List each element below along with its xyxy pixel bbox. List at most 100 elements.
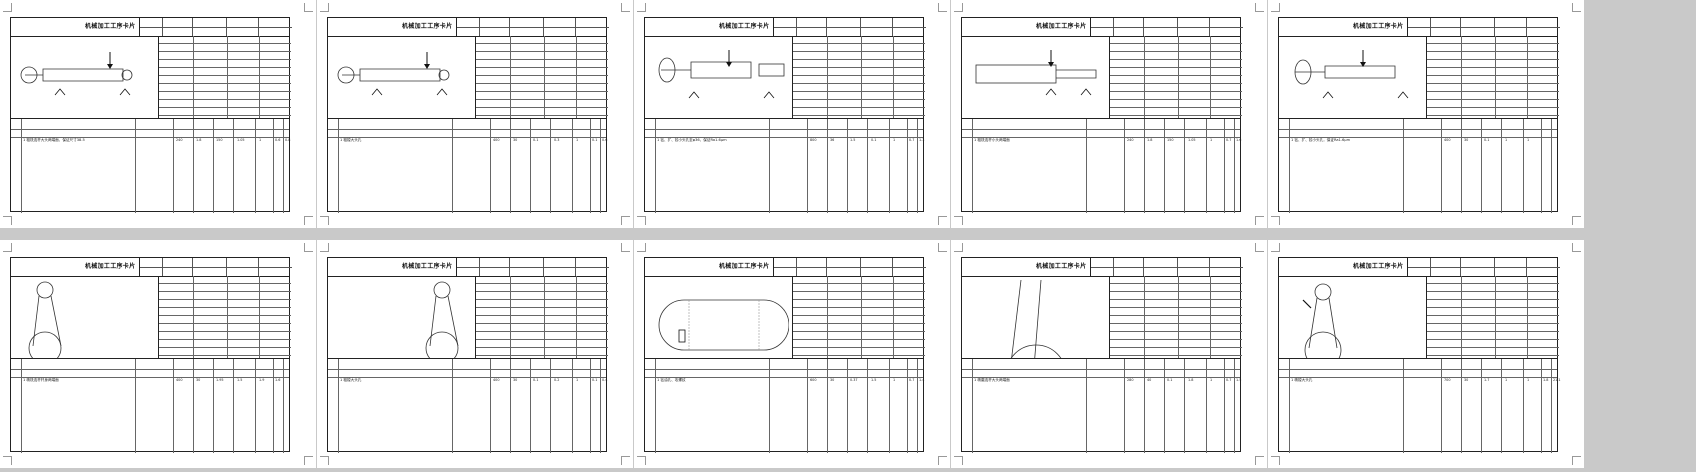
param-value: 1.95: [216, 378, 224, 382]
param-value: 600: [810, 378, 817, 382]
header-grid: [773, 258, 926, 276]
param-value: 400: [493, 378, 500, 382]
step-row: 1 钻、扩、铰小头孔，保证Ra1.6μm: [1291, 138, 1351, 142]
step-row: 1 粗铣连杆小头两端面: [974, 138, 1010, 142]
crop-mark: [938, 3, 947, 12]
card-header: 机械加工工序卡片: [962, 258, 1243, 277]
param-value: 240: [1127, 138, 1134, 142]
header-grid: [456, 18, 609, 36]
param-value: 1.05: [1188, 138, 1196, 142]
param-value: 0.1: [533, 138, 539, 142]
param-value: 1.6: [275, 378, 281, 382]
crop-mark: [1255, 216, 1264, 225]
param-value: 0.1: [592, 378, 598, 382]
crop-mark: [320, 216, 329, 225]
crop-mark: [954, 243, 963, 252]
crop-mark: [1271, 216, 1280, 225]
crop-mark: [1271, 456, 1280, 465]
step-row: 1 精镗大头孔: [1291, 378, 1313, 382]
param-value: 0.4: [602, 378, 608, 382]
param-value: 400: [1444, 138, 1451, 142]
process-table: [1279, 358, 1557, 453]
step-row: 1 钻油孔、攻螺纹: [657, 378, 686, 382]
crop-mark: [1572, 456, 1581, 465]
header-grid: [773, 18, 926, 36]
process-sketch: [658, 299, 789, 351]
process-sketch: [1294, 50, 1409, 99]
process-table: [11, 358, 289, 453]
param-value: 150: [216, 138, 223, 142]
crop-mark: [3, 456, 12, 465]
param-value: 30: [513, 138, 518, 142]
param-value: 400: [176, 378, 183, 382]
crop-mark: [637, 3, 646, 12]
param-value: 1.5: [237, 378, 243, 382]
process-table: [328, 118, 606, 213]
card-header: 机械加工工序卡片: [328, 18, 609, 37]
crop-mark: [954, 216, 963, 225]
param-value: 700: [1444, 378, 1451, 382]
param-value: 1.9: [259, 378, 265, 382]
param-value: 21.1: [1553, 378, 1561, 382]
crop-mark: [637, 456, 646, 465]
process-sketch: [1010, 280, 1062, 358]
crop-mark: [938, 243, 947, 252]
param-value: 1: [576, 138, 579, 142]
header-grid: [139, 18, 292, 36]
param-value: 0.3: [554, 138, 560, 142]
card-title: 机械加工工序卡片: [719, 23, 770, 30]
param-value: 150: [1167, 138, 1174, 142]
param-value: 280: [1127, 378, 1134, 382]
param-value: 0.1: [533, 378, 539, 382]
param-value: 0.7: [909, 138, 915, 142]
param-value: 1.05: [237, 138, 245, 142]
crop-mark: [1255, 3, 1264, 12]
crop-mark: [304, 3, 313, 12]
param-value: 36: [830, 138, 835, 142]
crop-mark: [938, 216, 947, 225]
process-sketch: [658, 50, 785, 99]
process-sketch: [20, 52, 133, 96]
crop-mark: [3, 3, 12, 12]
info-grid: [1109, 36, 1242, 118]
info-grid: [1426, 276, 1559, 358]
card-title: 机械加工工序卡片: [1036, 263, 1087, 270]
process-sketch: [1302, 283, 1342, 358]
card-title: 机械加工工序卡片: [402, 23, 453, 30]
crop-mark: [1271, 3, 1280, 12]
param-value: 1.5: [1236, 378, 1242, 382]
process-sketch: [337, 52, 450, 96]
crop-mark: [621, 3, 630, 12]
crop-mark: [320, 456, 329, 465]
card-title: 机械加工工序卡片: [85, 263, 136, 270]
param-value: 1: [1210, 138, 1213, 142]
header-grid: [1407, 258, 1560, 276]
param-value: 0.2: [554, 378, 560, 382]
card-header: 机械加工工序卡片: [11, 258, 292, 277]
process-table: [328, 358, 606, 453]
header-grid: [1407, 18, 1560, 36]
crop-mark: [954, 456, 963, 465]
card-title: 机械加工工序卡片: [719, 263, 770, 270]
param-value: 30: [513, 378, 518, 382]
param-value: 1: [893, 138, 896, 142]
param-value: 1.6: [1236, 138, 1242, 142]
param-value: 0.6: [275, 138, 281, 142]
param-value: 1.8: [196, 138, 202, 142]
card-header: 机械加工工序卡片: [328, 258, 609, 277]
crop-mark: [954, 3, 963, 12]
card-title: 机械加工工序卡片: [402, 263, 453, 270]
crop-mark: [1255, 456, 1264, 465]
